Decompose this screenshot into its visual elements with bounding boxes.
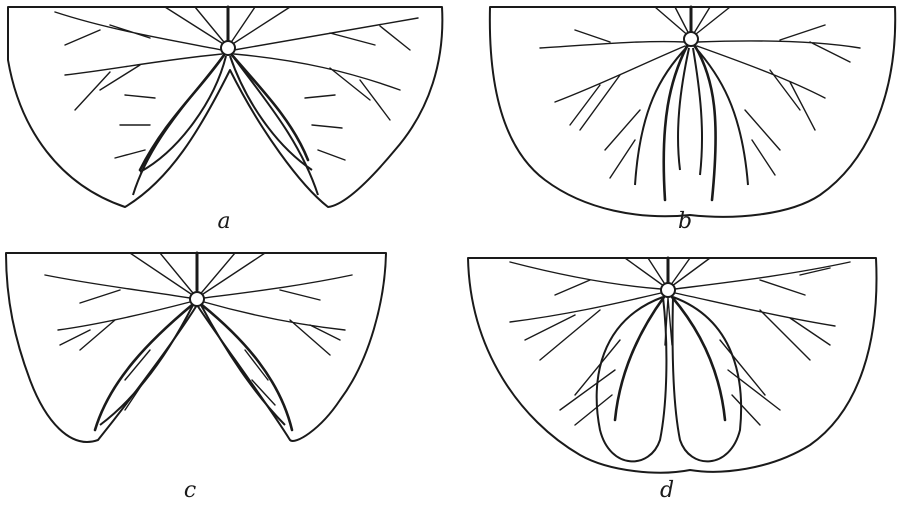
petiole-junction-b [684, 32, 698, 46]
petiole-junction-d [661, 283, 675, 297]
panel-label-c: c [184, 478, 196, 503]
panel-label-d: d [660, 478, 674, 503]
panel-c: c [6, 253, 386, 503]
petiole-junction-c [190, 292, 204, 306]
leaf-outline-a [8, 7, 442, 207]
petiole-junction-a [221, 41, 235, 55]
panel-label-a: a [217, 209, 230, 234]
panel-d: d [468, 258, 876, 503]
panel-b: b [490, 7, 895, 234]
panel-label-b: b [678, 209, 692, 234]
panel-a: a [8, 7, 442, 234]
